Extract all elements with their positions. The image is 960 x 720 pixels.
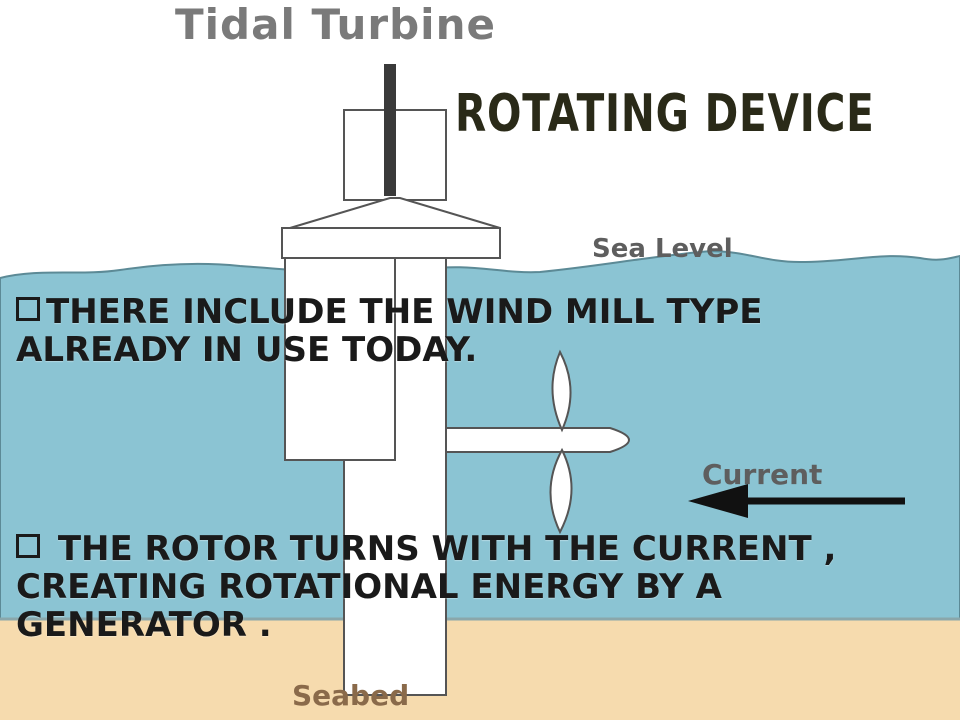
sliding-sleeve (284, 257, 396, 461)
bullet-item-1: There include the wind mill type already… (16, 293, 946, 369)
checkbox-square-icon (16, 297, 40, 321)
turbine-nacelle (445, 427, 630, 453)
bullet-text-2: The rotor turns with the current , creat… (16, 529, 837, 645)
seabed-area (0, 618, 960, 720)
platform-base (281, 227, 501, 259)
sea-level-label: Sea Level (592, 234, 733, 264)
seabed-label: Seabed (292, 679, 410, 712)
arrow-left-icon (688, 484, 905, 518)
rotor-blade-lower (549, 447, 573, 535)
antenna-rod (384, 64, 396, 196)
checkbox-square-icon (16, 534, 40, 558)
rotor-blade-upper (551, 349, 572, 433)
bullet-item-2: The rotor turns with the current , creat… (16, 530, 946, 644)
current-label: Current (702, 458, 823, 491)
bullet-text-1: There include the wind mill type already… (16, 292, 763, 370)
slide-heading: ROTATING DEVICE (455, 84, 875, 144)
diagram-title: Tidal Turbine (175, 0, 496, 49)
platform-top (289, 197, 501, 229)
